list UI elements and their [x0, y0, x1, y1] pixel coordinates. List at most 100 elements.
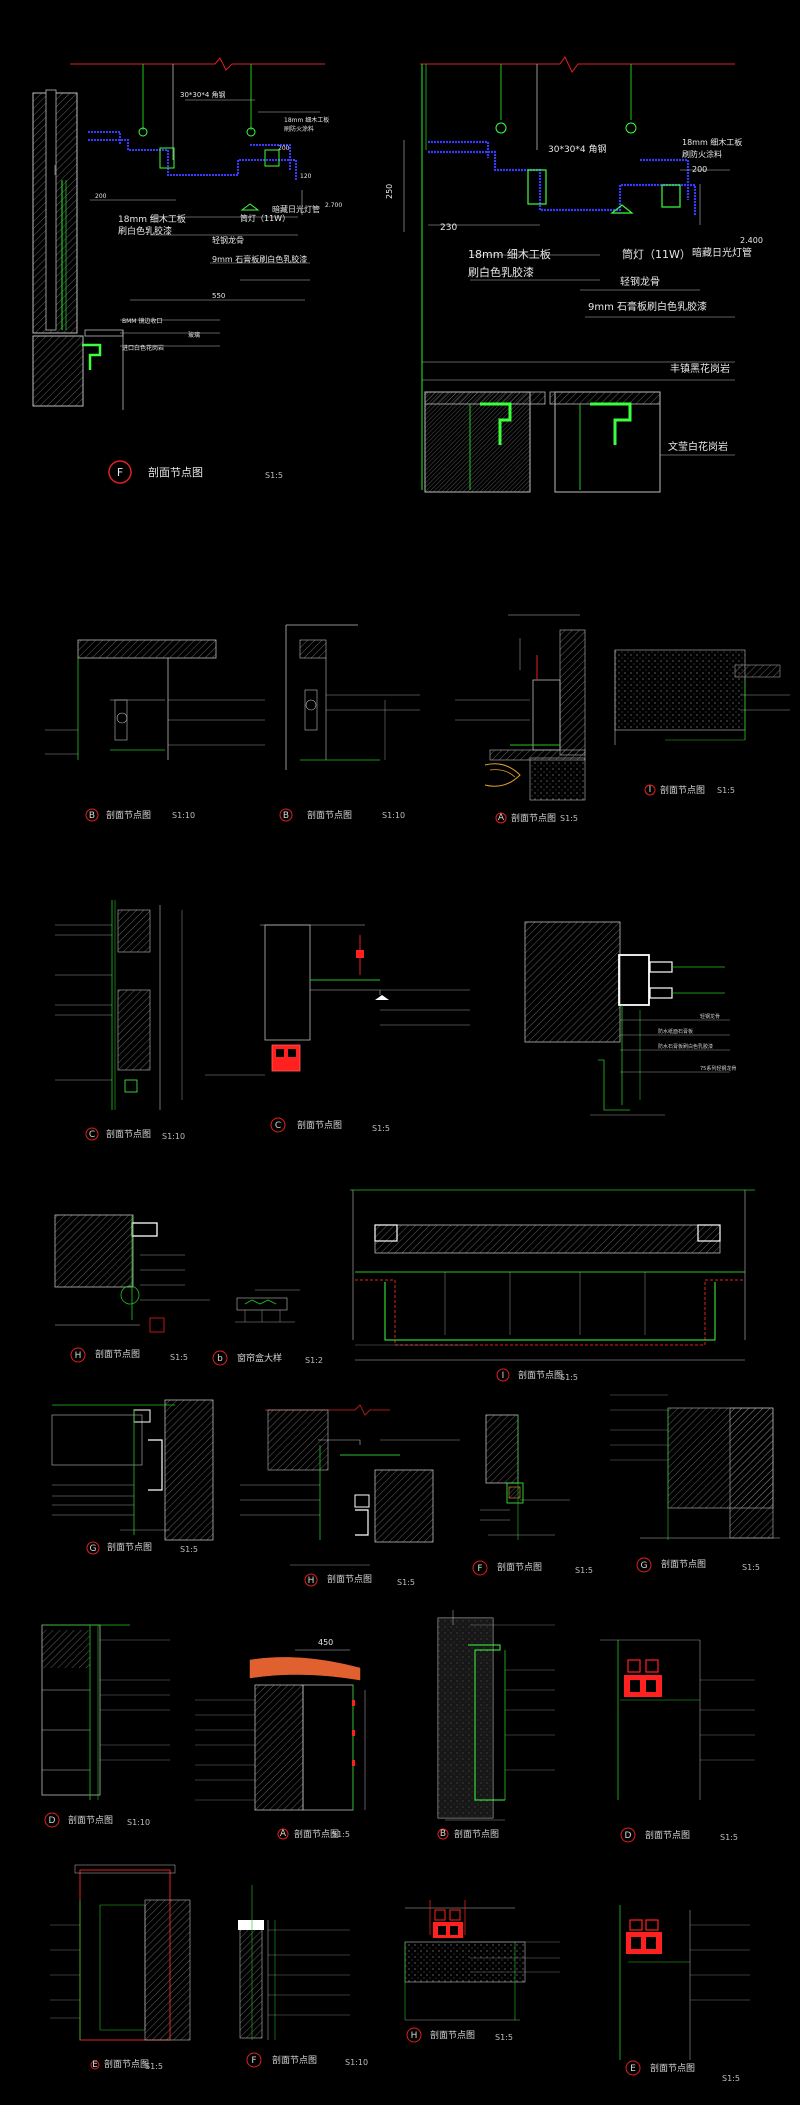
right-label-board1: 18mm 细木工板 — [468, 247, 551, 261]
row7-title-1: 剖面节点图 — [104, 2058, 149, 2070]
row2-badge-1: B — [89, 811, 95, 821]
row6-badge-1: D — [49, 1816, 56, 1826]
row5-scale-3: S1:5 — [575, 1566, 593, 1575]
row6-title-1: 剖面节点图 — [68, 1814, 113, 1826]
label-light-trough: 暗藏日光灯管 — [272, 204, 320, 214]
right-dim-200: 200 — [692, 165, 707, 174]
row5-title-1: 剖面节点图 — [107, 1541, 152, 1553]
row2-badge-3: A — [498, 813, 505, 823]
row4-title-1: 剖面节点图 — [95, 1348, 140, 1360]
row2-badge-2: B — [283, 811, 289, 821]
row6-scale-1: S1:10 — [127, 1818, 150, 1827]
row4-scale-1: S1:5 — [170, 1353, 188, 1362]
detail-scale: S1:5 — [265, 471, 283, 480]
row5-title-2: 剖面节点图 — [327, 1573, 372, 1585]
right-dim-250: 250 — [385, 184, 394, 199]
row7-title-3: 剖面节点图 — [430, 2029, 475, 2041]
row6-title-2: 剖面节点图 — [294, 1828, 339, 1840]
row4-title-3: 剖面节点图 — [518, 1369, 563, 1381]
right-label-stone2: 文莹白花岗岩 — [668, 440, 728, 453]
row5-scale-1: S1:5 — [180, 1545, 198, 1554]
row6-badge-3: B — [440, 1829, 446, 1839]
row2-title-3: 剖面节点图 — [511, 812, 556, 824]
row7-badge-4: E — [630, 2064, 636, 2074]
right-dim-230: 230 — [440, 223, 457, 233]
row3-details: C 剖面节点图 S1:10 C 剖面节点图 S1:5 — [55, 900, 736, 1141]
row7-title-2: 剖面节点图 — [272, 2054, 317, 2066]
row5-badge-2: H — [308, 1576, 315, 1586]
row7-details: E 剖面节点图 S1:5 F 剖面节点图 S1:10 H — [50, 1864, 750, 2083]
row7-scale-4: S1:5 — [722, 2074, 740, 2083]
row7-badge-3: H — [411, 2031, 418, 2041]
row7-scale-3: S1:5 — [495, 2033, 513, 2042]
row4-badge-3: I — [502, 1371, 505, 1381]
row2-badge-4: I — [649, 785, 652, 795]
detail-title: 剖面节点图 — [148, 465, 203, 479]
label-glass: 玻璃 — [188, 331, 200, 339]
row7-title-4: 剖面节点图 — [650, 2062, 695, 2074]
right-label-gypsum: 9mm 石膏板刷白色乳胶漆 — [588, 300, 707, 313]
label-gypsum: 9mm 石膏板刷白色乳胶漆 — [212, 254, 307, 264]
row2-scale-2: S1:10 — [382, 811, 405, 820]
row4-badge-1: H — [75, 1351, 82, 1361]
row6-badge-4: D — [625, 1831, 632, 1841]
row3-label-1: 轻钢龙骨 — [700, 1013, 720, 1020]
right-label-lamp: 筒灯（11W） — [622, 247, 691, 261]
right-label-board-a: 18mm 细木工板 — [682, 137, 742, 147]
row7-scale-1: S1:5 — [145, 2062, 163, 2071]
detail-f-main: 30*30*4 角钢 18mm 细木工板 刷防火涂料 200 120 2.700… — [32, 57, 342, 484]
row7-scale-2: S1:10 — [345, 2058, 368, 2067]
label-mirror: BMM 镜边收口 — [122, 317, 162, 325]
row4-scale-2: S1:2 — [305, 1356, 323, 1365]
dim-120: 120 — [300, 173, 312, 180]
row2-scale-1: S1:10 — [172, 811, 195, 820]
row3-badge-2: C — [275, 1121, 281, 1131]
row3-label-3: 防水石膏板刷白色乳胶漆 — [658, 1043, 713, 1050]
row3-badge-1: C — [89, 1130, 95, 1140]
label-keel: 轻钢龙骨 — [212, 235, 244, 245]
row5-scale-4: S1:5 — [742, 1563, 760, 1572]
row3-scale-2: S1:5 — [372, 1124, 390, 1133]
row5-badge-1: G — [90, 1544, 97, 1554]
row4-scale-3: S1:5 — [560, 1373, 578, 1382]
row5-scale-2: S1:5 — [397, 1578, 415, 1587]
dim-2700: 2.700 — [325, 202, 342, 209]
detail-badge — [108, 460, 132, 484]
label-board-1: 18mm 细木工板 — [118, 213, 186, 225]
right-label-board-b: 刷防火涂料 — [682, 149, 722, 159]
row2-scale-3: S1:5 — [560, 814, 578, 823]
row2-scale-4: S1:5 — [717, 786, 735, 795]
row5-details: G 剖面节点图 S1:5 H 剖面节点图 S1:5 F 剖面节点图 S1:5 — [51, 1394, 780, 1587]
label-board-top: 18mm 细木工板 — [284, 116, 329, 124]
row5-title-3: 剖面节点图 — [497, 1561, 542, 1573]
label-board-1b: 刷白色乳胶漆 — [118, 225, 172, 237]
row5-title-4: 剖面节点图 — [661, 1558, 706, 1570]
dim-450: 450 — [318, 1638, 333, 1647]
dim-200b: 200 — [95, 193, 107, 200]
dim-200: 200 — [278, 145, 290, 152]
right-label-keel: 轻钢龙骨 — [620, 275, 660, 288]
row5-badge-4: G — [641, 1561, 648, 1571]
detail-right-main: 30*30*4 角钢 18mm 细木工板 刷防火涂料 200 2.400 250… — [385, 56, 763, 493]
row2-title-4: 剖面节点图 — [660, 784, 705, 796]
row6-badge-2: A — [280, 1829, 287, 1839]
label-lamp: 筒灯（11W） — [240, 213, 290, 223]
row3-title-2: 剖面节点图 — [297, 1119, 342, 1131]
row4-badge-2: b — [217, 1354, 223, 1364]
row3-label-2: 防水纸面石膏板 — [658, 1028, 693, 1035]
row2-title-1: 剖面节点图 — [106, 809, 151, 821]
right-label-board1b: 刷白色乳胶漆 — [468, 265, 534, 279]
row6-scale-2: S1:5 — [332, 1830, 350, 1839]
row6-scale-4: S1:5 — [720, 1833, 738, 1842]
label-board-top-b: 刷防火涂料 — [284, 125, 314, 133]
row3-label-4: 75系列轻钢龙骨 — [700, 1065, 736, 1072]
label-marble: 进口白色花岗岩 — [122, 344, 164, 352]
row7-badge-2: F — [251, 2056, 256, 2066]
row3-scale-1: S1:10 — [162, 1132, 185, 1141]
right-label-trough: 暗藏日光灯管 — [692, 246, 752, 259]
row3-title-1: 剖面节点图 — [106, 1128, 151, 1140]
row6-title-4: 剖面节点图 — [645, 1829, 690, 1841]
row4-title-2: 窗帘盒大样 — [237, 1352, 282, 1364]
